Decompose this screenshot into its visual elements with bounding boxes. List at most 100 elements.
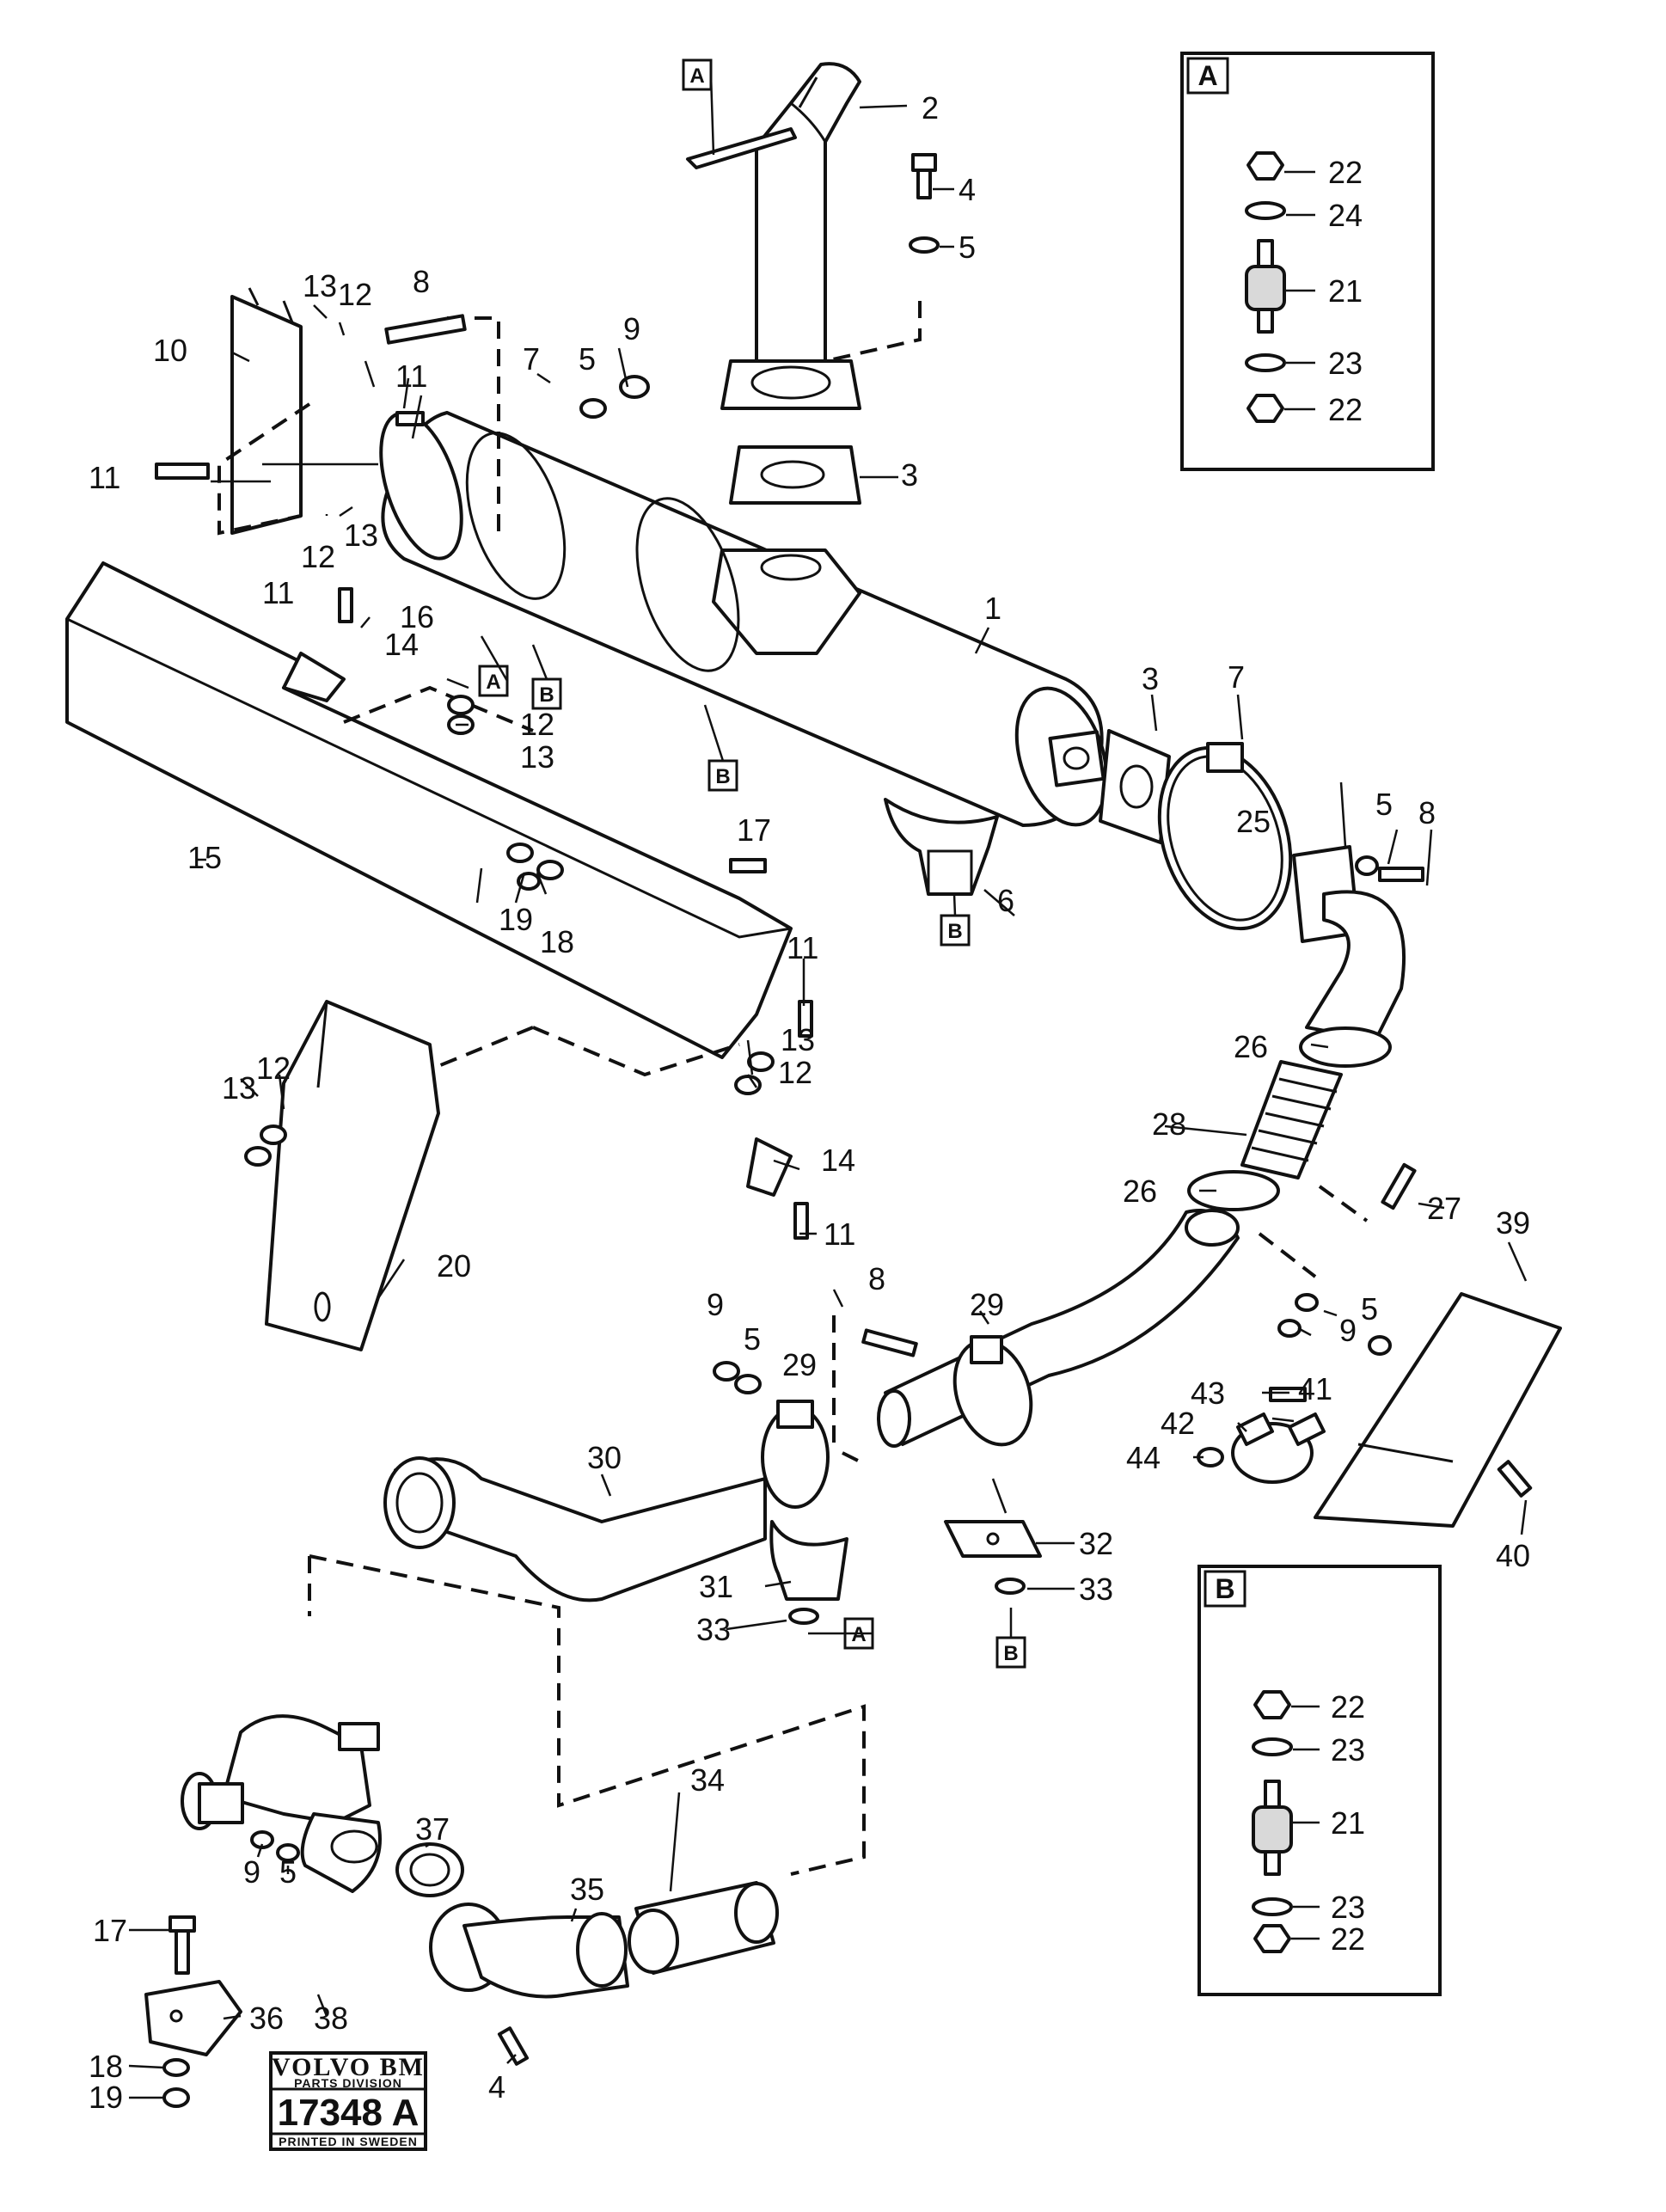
flexible-bellows — [1240, 1060, 1343, 1180]
callout-11: 11 — [824, 1216, 855, 1252]
callout-31: 31 — [699, 1569, 733, 1604]
stack-pipe — [686, 62, 861, 410]
stamp-footer: PRINTED IN SWEDEN — [279, 2135, 418, 2148]
callout-15: 15 — [187, 840, 222, 875]
detail-a-label: 21 — [1328, 273, 1363, 309]
washer — [788, 1608, 819, 1625]
callout-12: 12 — [520, 707, 554, 742]
detail-a-title: A — [1197, 60, 1217, 91]
callout-16: 16 — [400, 599, 434, 634]
callout-29: 29 — [782, 1347, 817, 1382]
callout-13: 13 — [303, 268, 337, 303]
mounting-plate — [944, 1520, 1042, 1558]
intermediate-pipe — [383, 1456, 767, 1602]
callout-33: 33 — [1079, 1572, 1113, 1607]
pipe-clamp-right — [952, 1335, 1033, 1447]
callout-5: 5 — [959, 230, 976, 265]
callout-32: 32 — [1079, 1526, 1113, 1561]
callout-11: 11 — [395, 358, 427, 394]
stamp-brand: VOLVO BM — [272, 2053, 425, 2081]
callout-9: 9 — [623, 311, 640, 346]
callout-8: 8 — [868, 1261, 885, 1296]
detail-b-label: 22 — [1331, 1921, 1365, 1957]
callout-30: 30 — [587, 1440, 622, 1475]
callout-13: 13 — [344, 518, 378, 553]
detail-box-a: A 22 24 21 23 22 — [1180, 52, 1435, 471]
callout-26: 26 — [1234, 1029, 1268, 1064]
callout-17: 17 — [93, 1913, 127, 1948]
clamp-ring-large — [1157, 742, 1293, 931]
elbow-pipe — [1292, 845, 1406, 1042]
detail-box-b: B 22 23 21 23 22 — [1197, 1565, 1442, 1996]
svg-text:B: B — [715, 765, 730, 788]
callout-13: 13 — [520, 739, 554, 775]
stamp-division: PARTS DIVISION — [294, 2076, 402, 2090]
callout-17: 17 — [737, 812, 771, 848]
callout-8: 8 — [413, 264, 430, 299]
callout-12: 12 — [778, 1055, 812, 1090]
detail-a-mount-stack — [1245, 151, 1286, 423]
callout-leader-lines — [128, 104, 1528, 2099]
svg-text:A: A — [851, 1623, 866, 1646]
callout-2: 2 — [922, 90, 939, 126]
callout-39: 39 — [1496, 1205, 1530, 1241]
callout-12: 12 — [301, 539, 335, 574]
callout-11: 11 — [89, 460, 120, 495]
callout-35: 35 — [570, 1872, 604, 1907]
callout-12: 12 — [338, 277, 372, 312]
callout-5: 5 — [1375, 787, 1393, 822]
stamp-number: 17348 A — [278, 2092, 420, 2134]
hardware-bolts — [155, 153, 1533, 2108]
small-bracket-plate — [144, 1980, 242, 2056]
volvo-bm-parts-stamp: VOLVO BM PARTS DIVISION 17348 A PRINTED … — [269, 2051, 427, 2151]
callout-44: 44 — [1126, 1440, 1161, 1475]
callout-9: 9 — [243, 1854, 260, 1890]
band-clamp-lower — [1187, 1170, 1280, 1211]
svg-text:B: B — [1003, 1642, 1018, 1665]
muffler — [379, 411, 1109, 827]
callout-40: 40 — [1496, 1538, 1530, 1573]
callout-34: 34 — [690, 1762, 725, 1798]
detail-a-label: 23 — [1328, 346, 1363, 381]
callout-36: 36 — [249, 2001, 284, 2036]
detail-a-label: 22 — [1328, 155, 1363, 190]
callout-9: 9 — [707, 1287, 724, 1322]
callout-27: 27 — [1427, 1191, 1461, 1226]
detail-b-label: 21 — [1331, 1805, 1365, 1841]
callout-4: 4 — [488, 2069, 505, 2105]
callout-18: 18 — [540, 924, 574, 959]
callout-19: 19 — [89, 2080, 123, 2115]
callout-5: 5 — [579, 341, 596, 377]
detail-b-label: 23 — [1331, 1890, 1365, 1925]
turbo-manifold — [181, 1714, 382, 1893]
callout-10: 10 — [153, 333, 187, 368]
callout-3: 3 — [901, 457, 918, 493]
callout-14: 14 — [821, 1143, 855, 1178]
detail-a-label: 22 — [1328, 392, 1363, 427]
callout-11: 11 — [787, 930, 818, 965]
callout-19: 19 — [499, 902, 533, 937]
detail-b-mount-stack — [1252, 1690, 1293, 1953]
lower-support-bracket — [769, 1520, 848, 1601]
callout-37: 37 — [415, 1811, 450, 1847]
callout-33: 33 — [696, 1612, 731, 1647]
detail-a-label: 24 — [1328, 198, 1363, 233]
lower-heat-shield — [265, 1000, 440, 1351]
callout-38: 38 — [314, 2001, 348, 2036]
callout-13: 13 — [222, 1070, 256, 1106]
callout-25: 25 — [1236, 804, 1271, 839]
muffler-cover — [65, 561, 793, 1059]
callout-9: 9 — [1339, 1313, 1357, 1348]
callout-41: 41 — [1298, 1371, 1332, 1406]
detail-b-label: 23 — [1331, 1732, 1365, 1768]
turbo-elbow — [429, 1903, 629, 1999]
callout-12: 12 — [256, 1051, 291, 1086]
callout-26: 26 — [1123, 1173, 1157, 1209]
callout-43: 43 — [1191, 1376, 1225, 1411]
pipe-clamp-left — [761, 1400, 830, 1509]
callout-7: 7 — [1228, 659, 1245, 695]
gasket-upper — [729, 445, 861, 505]
callout-18: 18 — [89, 2049, 123, 2084]
callout-42: 42 — [1161, 1406, 1195, 1441]
